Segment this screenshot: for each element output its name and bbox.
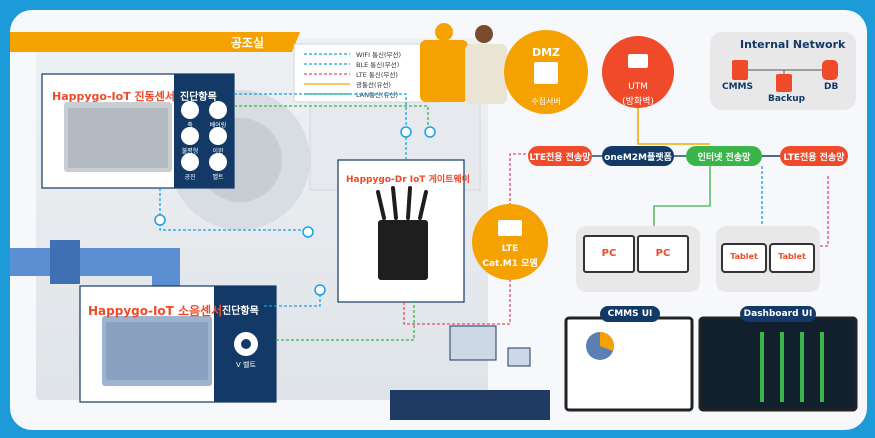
diagnostic-item-icon	[181, 101, 199, 119]
tablet-label-1: Tablet	[730, 252, 758, 261]
diagram-card: 공조실 WIFI 통신(무선)BLE 통신(무선)LTE 통신(무선)광통선(유…	[10, 10, 867, 430]
diagnostic-item-label: 벨트	[212, 174, 224, 181]
vibration-sensor-title: Happygo-IoT 진동센서	[52, 90, 176, 103]
gateway-device	[378, 220, 428, 280]
lte-right-pill: LTE전용 전송망	[780, 146, 848, 166]
utm-label-1: UTM	[628, 82, 648, 92]
system-diagram-svg: 공조실 WIFI 통신(무선)BLE 통신(무선)LTE 통신(무선)광통선(유…	[10, 23, 858, 420]
diagnostic-item-label: 축	[187, 122, 193, 129]
dashboard-ui-screen	[698, 316, 858, 412]
lan-links	[234, 105, 429, 341]
backup-server-icon	[776, 74, 792, 92]
gateway-antennas	[376, 186, 428, 220]
noise-sensor-face	[106, 322, 208, 380]
pc-label-1: PC	[601, 248, 617, 259]
cmms-ui-pie-slice	[600, 332, 614, 351]
diagnostic-item-label: 불평형	[181, 148, 199, 155]
internet-links	[653, 166, 711, 232]
cmms-ui-label: CMMS UI	[600, 306, 660, 322]
noise-diagnostic-label: V 벨트	[236, 361, 256, 369]
noise-panel-title: 진단항목	[222, 306, 259, 317]
connection-nodes	[154, 126, 436, 296]
pc-label-2: PC	[655, 248, 671, 259]
db-icon	[822, 60, 838, 80]
diagnostic-item-icon	[181, 127, 199, 145]
control-room-screen-1	[449, 325, 497, 361]
legend-label: 광통선(유선)	[356, 80, 391, 89]
pc-monitor-1	[583, 235, 635, 273]
diagnostic-item-icon	[209, 127, 227, 145]
lte-modem-circle	[472, 204, 548, 280]
vibration-sensor-face	[68, 108, 168, 168]
pc-monitor-2	[637, 235, 689, 273]
legend-label: BLE 통신(무선)	[356, 60, 399, 69]
modem-label-2: Cat.M1 모뎀	[482, 259, 538, 269]
db-label: DB	[824, 82, 839, 92]
diagnostic-item-label: 공진	[184, 174, 196, 181]
room-label-banner	[10, 32, 300, 52]
onem2m-pill: oneM2M플랫폼	[602, 146, 674, 166]
dmz-server-icon	[534, 62, 558, 84]
duct-top-connector	[50, 240, 80, 284]
diagnostic-item-icon	[209, 101, 227, 119]
utm-icon	[628, 54, 648, 68]
internal-network-title: Internal Network	[740, 38, 846, 51]
room-label: 공조실	[231, 35, 264, 50]
control-room-screen-2	[507, 347, 531, 367]
utm-label-2: (방화벽)	[622, 97, 654, 107]
vibration-panel-title: 진단항목	[180, 92, 217, 103]
gateway-title: Happygo-Dr IoT 게이트웨이	[346, 175, 470, 185]
duct-horizontal	[10, 248, 180, 276]
internal-links	[748, 69, 822, 74]
diagnostic-item-icon	[209, 153, 227, 171]
cmms-server-icon	[732, 60, 748, 80]
modem-label-1: LTE	[501, 244, 519, 254]
utm-circle	[602, 36, 674, 108]
worker-illustration	[420, 23, 507, 104]
dashboard-ui-bars	[760, 332, 824, 402]
diagnostic-item-label: 이완	[212, 148, 224, 155]
tablet-label-2: Tablet	[778, 252, 806, 261]
cmms-ui-screen	[564, 316, 694, 412]
backup-label: Backup	[768, 94, 806, 104]
control-room-floor	[390, 390, 550, 420]
lte-modem-icon	[498, 220, 522, 236]
internet-pill: 인터넷 전송망	[686, 146, 762, 166]
internal-network-box	[710, 32, 856, 110]
legend-label: LTE 통신(무선)	[356, 70, 398, 79]
tablet-group-box	[716, 226, 820, 292]
vibration-diagnostic-icons	[181, 101, 227, 171]
dmz-label: 수집서버	[531, 97, 561, 106]
dashboard-ui-label: Dashboard UI	[740, 306, 816, 322]
noise-sensor-title: Happygo-IoT 소음센서	[88, 304, 223, 318]
tablet-device-2	[769, 243, 815, 273]
fiber-links	[637, 106, 710, 145]
diagnostic-item-icon	[181, 153, 199, 171]
v-belt-icon-inner	[241, 339, 251, 349]
legend-label: WIFI 통신(무선)	[356, 50, 401, 59]
diagnostic-item-label: 베어링	[209, 122, 227, 129]
dmz-title: DMZ	[531, 46, 561, 59]
wifi-links	[159, 93, 407, 307]
legend-label: LAN통신(유선)	[356, 90, 398, 99]
tablet-device-1	[721, 243, 767, 273]
cmms-label: CMMS	[722, 82, 753, 92]
lte-left-pill: LTE전용 전송망	[528, 146, 592, 166]
